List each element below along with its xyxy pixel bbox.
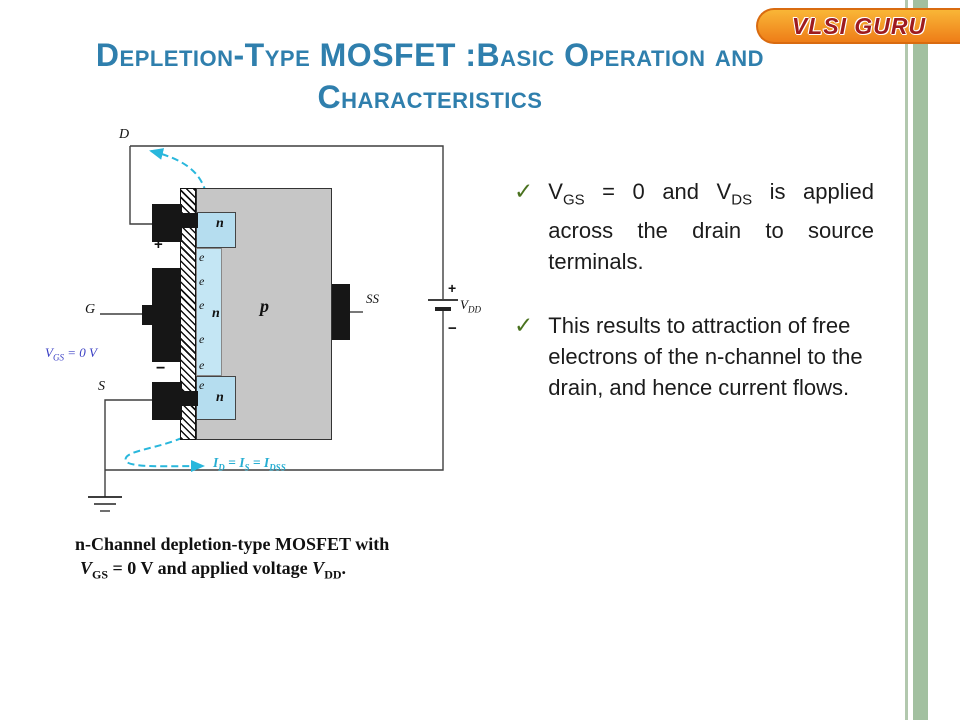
check-icon: ✓ xyxy=(514,178,534,204)
drain-plus-sign: + xyxy=(154,236,163,253)
title-line-2: Characteristics xyxy=(317,79,543,115)
gate-contact-tab xyxy=(142,305,154,325)
cap-end: . xyxy=(341,558,347,578)
b1-rest: is applied across the drain to source te… xyxy=(548,179,874,275)
right-stripe-wide xyxy=(913,0,928,720)
cap-s2: DD xyxy=(324,567,342,582)
n-region-top xyxy=(196,212,236,248)
vgs-v: V xyxy=(45,345,53,360)
n-bottom-label: n xyxy=(216,390,224,405)
b1-sub-ds: DS xyxy=(731,191,753,209)
bullet-text-2: This results to attraction of free elect… xyxy=(548,313,863,401)
cur-m2: = I xyxy=(249,455,270,470)
vdd-v: V xyxy=(460,297,468,312)
n-region-bottom xyxy=(196,376,236,420)
vgs-sub: GS xyxy=(52,352,64,363)
gate-contact xyxy=(152,268,180,362)
right-stripe-thin xyxy=(905,0,908,720)
b1-sub-gs: GS xyxy=(562,191,585,209)
figure-caption: n-Channel depletion-type MOSFET with VGS… xyxy=(75,532,455,587)
drain-terminal-label: D xyxy=(119,127,130,142)
electron-label: e xyxy=(199,358,205,372)
electron-label: e xyxy=(199,250,205,264)
caption-line-2: VGS = 0 V and applied voltage VDD. xyxy=(75,556,455,587)
b1-v1: V xyxy=(548,179,563,204)
slide-title: Depletion-Type MOSFET :Basic Operation a… xyxy=(40,34,820,118)
check-icon: ✓ xyxy=(514,312,534,339)
n-top-label: n xyxy=(216,216,224,231)
caption-line-1: n-Channel depletion-type MOSFET with xyxy=(75,534,390,554)
electron-label: e xyxy=(199,378,205,392)
substrate-contact xyxy=(332,284,350,340)
n-channel-label: n xyxy=(212,306,220,321)
source-terminal-label: S xyxy=(98,379,105,394)
cap-s1: GS xyxy=(92,567,109,582)
drain-contact xyxy=(152,204,182,242)
vgs-label: VGS = 0 V xyxy=(45,345,97,363)
vgs-rest: = 0 V xyxy=(63,345,97,360)
oxide-hatch-layer xyxy=(180,188,196,440)
cur-s1: D xyxy=(218,462,225,473)
battery-plus-sign: + xyxy=(448,280,457,296)
substrate-terminal-label: SS xyxy=(366,291,379,306)
vdd-sub: DD xyxy=(467,304,481,315)
source-contact-tab xyxy=(178,391,198,406)
source-minus-sign: − xyxy=(156,360,166,377)
ground-symbol xyxy=(88,496,122,512)
battery-minus-sign: − xyxy=(448,320,457,337)
bullet-item-2: ✓ This results to attraction of free ele… xyxy=(514,310,874,403)
logo-text: VLSI GURU xyxy=(791,12,927,39)
source-contact xyxy=(152,382,182,420)
cur-s3: DSS xyxy=(269,462,286,473)
drain-current-label: ID = IS = IDSS xyxy=(213,455,286,473)
drain-contact-tab xyxy=(178,213,198,228)
gate-terminal-label: G xyxy=(85,302,96,317)
b1-mid: = 0 and V xyxy=(584,179,732,204)
cur-s2: S xyxy=(244,462,250,473)
cur-i1: I xyxy=(213,455,219,470)
vlsi-guru-logo: VLSI GURU xyxy=(756,8,960,44)
cap-v1: V xyxy=(80,558,93,578)
bullet-text-1: VGS = 0 and VDS is applied across the dr… xyxy=(548,176,874,277)
electron-label: e xyxy=(199,298,205,312)
cap-v2: V xyxy=(312,558,325,578)
bullet-list: ✓ VGS = 0 and VDS is applied across the … xyxy=(514,176,874,436)
cur-m1: = I xyxy=(224,455,245,470)
electron-label: e xyxy=(199,274,205,288)
electron-label: e xyxy=(199,332,205,346)
cap-mid: = 0 V and applied voltage xyxy=(108,558,313,578)
bullet-item-1: ✓ VGS = 0 and VDS is applied across the … xyxy=(514,176,874,277)
battery-symbol xyxy=(428,299,458,311)
vdd-label: VDD xyxy=(460,297,481,315)
title-line-1: Depletion-Type MOSFET :Basic Operation a… xyxy=(95,37,765,73)
n-channel-region xyxy=(196,248,222,376)
p-region-label: p xyxy=(260,296,269,316)
